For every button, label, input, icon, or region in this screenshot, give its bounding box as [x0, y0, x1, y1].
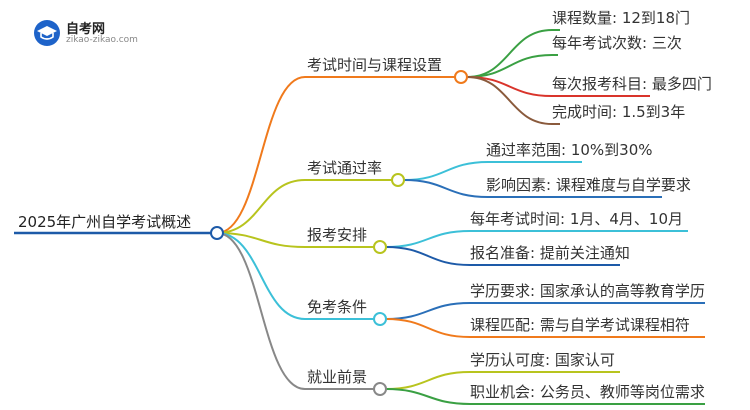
root-label: 2025年广州自学考试概述 [18, 213, 191, 231]
leaf-edge [403, 179, 489, 198]
branch-edge [216, 232, 306, 320]
graduation-cap-icon [34, 20, 60, 46]
branch-node[interactable] [373, 382, 387, 396]
branch-label: 报考安排 [307, 226, 367, 244]
leaf-edge [385, 371, 471, 390]
leaf-label: 课程匹配: 需与自学考试课程相符 [470, 316, 690, 334]
branch-label: 考试时间与课程设置 [307, 56, 442, 74]
branch-node[interactable] [373, 240, 387, 254]
leaf-label: 每年考试次数: 三次 [552, 34, 682, 52]
branch-label: 考试通过率 [307, 159, 382, 177]
leaf-label: 课程数量: 12到18门 [552, 9, 690, 27]
leaf-edge [385, 388, 471, 405]
branch-edge [216, 232, 306, 390]
leaf-edge [385, 302, 471, 320]
mindmap-labels: 2025年广州自学考试概述 考试时间与课程设置 课程数量: 12到18门每年考试次数… [18, 9, 712, 401]
site-logo[interactable]: 自考网 zikao-zikao.com [34, 18, 154, 50]
leaf-edge [385, 246, 471, 266]
root-node[interactable] [210, 226, 224, 240]
leaf-edge [466, 76, 553, 97]
leaf-label: 学历认可度: 国家认可 [470, 351, 615, 369]
branch-edge [216, 179, 306, 234]
leaf-edge [466, 76, 553, 125]
leaf-edge [403, 161, 489, 181]
leaf-edge [385, 318, 471, 338]
leaf-label: 影响因素: 课程难度与自学要求 [486, 176, 691, 194]
logo-url: zikao-zikao.com [66, 35, 138, 45]
branch-node[interactable] [454, 70, 468, 84]
logo-title: 自考网 [66, 22, 106, 37]
mindmap-edges [216, 29, 553, 405]
leaf-label: 报名准备: 提前关注通知 [470, 244, 630, 262]
branch-label: 就业前景 [307, 368, 367, 386]
leaf-label: 学历要求: 国家承认的高等教育学历 [470, 282, 705, 300]
branch-node[interactable] [391, 173, 405, 187]
branch-label: 免考条件 [307, 298, 367, 316]
branch-node[interactable] [373, 312, 387, 326]
leaf-label: 职业机会: 公务员、教师等岗位需求 [470, 383, 705, 401]
leaf-label: 通过率范围: 10%到30% [486, 141, 653, 159]
mindmap-nodes [210, 70, 468, 396]
branch-edge [216, 76, 306, 234]
leaf-edge [466, 54, 553, 78]
leaf-label: 每次报考科目: 最多四门 [552, 75, 712, 93]
mindmap-underlines [14, 29, 705, 405]
leaf-edge [466, 29, 553, 78]
branch-edge [216, 232, 306, 248]
leaf-label: 每年考试时间: 1月、4月、10月 [470, 210, 683, 228]
leaf-edge [385, 230, 471, 248]
leaf-label: 完成时间: 1.5到3年 [552, 103, 685, 121]
